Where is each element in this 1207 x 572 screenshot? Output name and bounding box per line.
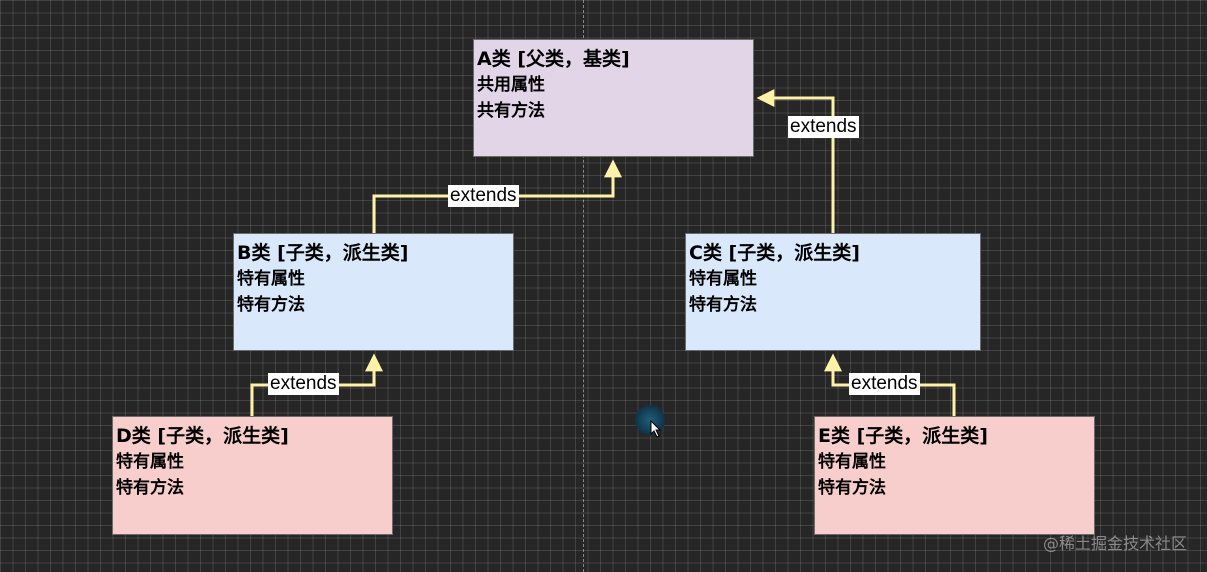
class-a-title: A类 [父类，基类] — [477, 48, 630, 70]
class-c-box[interactable]: C类 [子类，派生类] 特有属性 特有方法 — [685, 233, 981, 351]
class-e-box[interactable]: E类 [子类，派生类] 特有属性 特有方法 — [814, 416, 1095, 535]
class-e-title: E类 [子类，派生类] — [818, 425, 988, 447]
edge-c-to-a-label[interactable]: extends — [788, 116, 859, 138]
class-b-title: B类 [子类，派生类] — [237, 242, 409, 264]
class-e-attributes: 特有属性 — [818, 452, 886, 472]
class-e-methods: 特有方法 — [818, 478, 886, 498]
watermark: @稀土掘金技术社区 — [1042, 534, 1187, 553]
class-c-title: C类 [子类，派生类] — [689, 242, 860, 264]
class-c-methods: 特有方法 — [689, 295, 757, 315]
class-b-box[interactable]: B类 [子类，派生类] 特有属性 特有方法 — [233, 233, 514, 351]
class-d-title: D类 [子类，派生类] — [116, 425, 289, 447]
class-d-attributes: 特有属性 — [116, 452, 184, 472]
class-a-methods: 共有方法 — [477, 101, 545, 121]
class-c-attributes: 特有属性 — [689, 269, 757, 289]
class-d-methods: 特有方法 — [116, 478, 184, 498]
class-b-methods: 特有方法 — [237, 295, 305, 315]
edge-c-to-a — [756, 89, 835, 233]
edge-e-to-c-label[interactable]: extends — [849, 373, 920, 395]
class-a-box[interactable]: A类 [父类，基类] 共用属性 共有方法 — [473, 39, 754, 157]
edge-d-to-b-label[interactable]: extends — [268, 373, 339, 395]
center-guide-line — [583, 0, 584, 572]
class-d-box[interactable]: D类 [子类，派生类] 特有属性 特有方法 — [112, 416, 393, 535]
mouse-cursor-icon — [650, 420, 662, 438]
edge-b-to-a-label[interactable]: extends — [448, 185, 519, 207]
class-a-attributes: 共用属性 — [477, 75, 545, 95]
class-b-attributes: 特有属性 — [237, 269, 305, 289]
